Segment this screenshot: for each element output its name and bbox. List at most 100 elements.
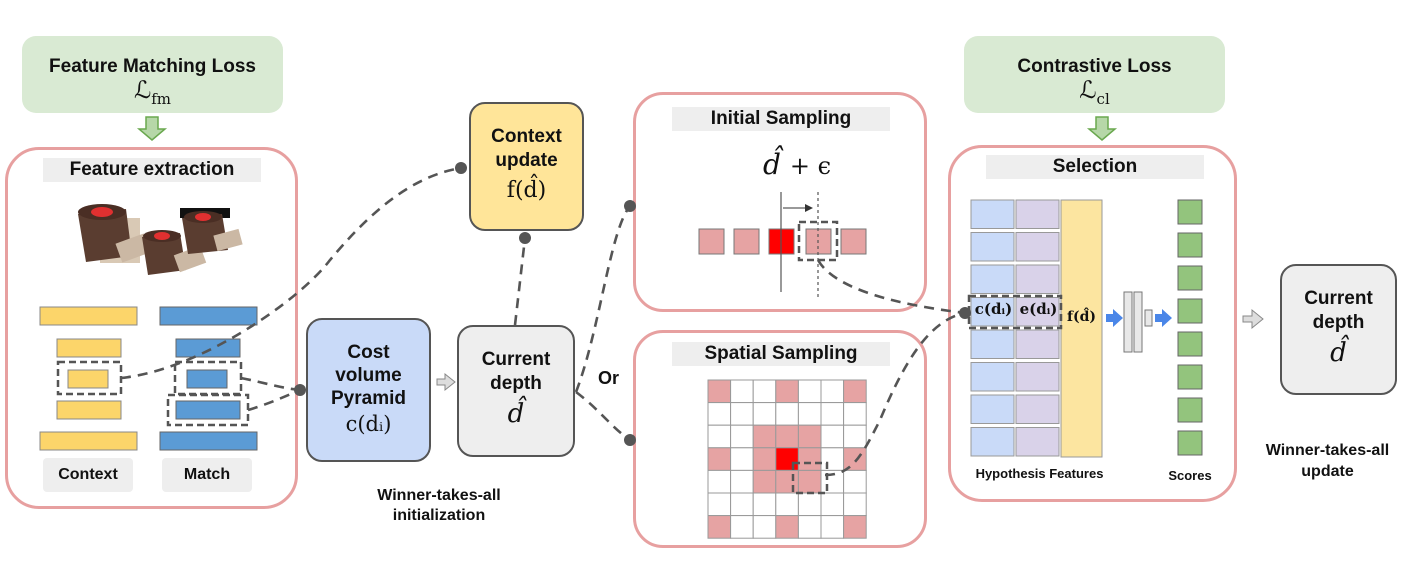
- spatial-cell: [797, 447, 822, 471]
- feature-matching-loss-symbol: ℒfm: [133, 76, 172, 108]
- scores-label: Scores: [1168, 468, 1212, 483]
- spatial-cell: [820, 492, 845, 517]
- spatial-cell: [775, 402, 799, 426]
- hypothesis-features-label: Hypothesis Features: [975, 466, 1104, 481]
- spatial-cell: [707, 447, 732, 471]
- context-update-formula: f(d̂): [506, 178, 547, 203]
- formula-plus-eps: + ϵ: [789, 152, 832, 180]
- hypothesis-c-cell: [970, 297, 1015, 327]
- connector-spatial-to-selection: [824, 311, 966, 477]
- current-depth-right-line1: Current: [1304, 288, 1373, 309]
- hypothesis-e-cell: [1015, 297, 1060, 327]
- match-bar-4: [175, 400, 241, 420]
- spatial-cell: [797, 492, 822, 517]
- spatial-cell: [775, 492, 799, 517]
- score-cell: [1177, 331, 1203, 357]
- hypothesis-e-cell: [1015, 199, 1060, 229]
- spatial-cell: [843, 469, 867, 494]
- hypothesis-e-cell: [1015, 329, 1060, 359]
- dot-update-bottom: [519, 232, 531, 244]
- spatial-cell: [820, 515, 845, 539]
- spatial-cell: [843, 515, 867, 539]
- current-depth-mid-box: Current depth d̂: [457, 325, 575, 457]
- loss-down-arrow-right: [1086, 116, 1118, 141]
- spatial-cell: [752, 424, 777, 449]
- connector-match-to-cost: [240, 376, 301, 392]
- hypothesis-e-cell: [1015, 362, 1060, 392]
- match-bar-3: [186, 369, 228, 389]
- hypothesis-e-cell: [1015, 394, 1060, 424]
- spatial-cell: [707, 402, 732, 426]
- context-update-line1: Context: [491, 126, 562, 147]
- match-label: Match: [183, 466, 231, 483]
- score-cell: [1177, 265, 1203, 291]
- spatial-cell: [707, 492, 732, 517]
- context-bar-3: [67, 369, 109, 389]
- connector-context-to-update: [120, 166, 462, 380]
- connector-match2-to-cost: [247, 388, 301, 412]
- context-bar-1: [39, 306, 138, 326]
- spatial-cell: [707, 469, 732, 494]
- context-update-box: Context update f(d̂): [469, 102, 584, 231]
- spatial-cell: [752, 515, 777, 539]
- spatial-cell: [843, 424, 867, 449]
- cost-volume-line2: volume: [335, 365, 402, 386]
- spatial-cell: [843, 379, 867, 404]
- cost-volume-line1: Cost: [347, 342, 390, 363]
- spatial-cell: [730, 402, 754, 426]
- hypothesis-c-cell: [970, 232, 1015, 262]
- score-cell: [1177, 430, 1203, 456]
- hypothesis-c-cell: [970, 329, 1015, 359]
- hypothesis-c-cell: [970, 362, 1015, 392]
- init-sample-2: [733, 228, 760, 255]
- loss-down-arrow-left: [136, 116, 168, 141]
- current-depth-mid-line1: Current: [481, 349, 551, 370]
- spatial-cell: [797, 424, 822, 449]
- selection-blue-arrow-1: [1106, 309, 1123, 327]
- selection-to-depth-arrow: [1242, 308, 1264, 330]
- current-depth-right-box: Current depth d̂: [1280, 264, 1397, 395]
- update-caption: Winner-takes-all update: [1245, 440, 1409, 482]
- spatial-cell: [797, 515, 822, 539]
- cost-volume-box: Cost volume Pyramid c(dᵢ): [306, 318, 431, 462]
- spatial-cell: [730, 379, 754, 404]
- spatial-cell: [843, 492, 867, 517]
- spatial-cell: [797, 402, 822, 426]
- spatial-cell: [752, 379, 777, 404]
- connector-depth-to-initial: [574, 205, 632, 393]
- match-label-box: Match: [162, 458, 252, 492]
- init-caption-line2: initialization: [392, 507, 486, 524]
- spatial-cell: [820, 402, 845, 426]
- context-bar-2: [56, 338, 122, 358]
- spatial-cell: [752, 469, 777, 494]
- current-depth-right-symbol: d̂: [1330, 338, 1347, 368]
- spatial-cell: [707, 515, 732, 539]
- feature-matching-loss-title: Feature Matching Loss: [49, 56, 256, 77]
- initial-sampling-formula: d̂ + ϵ: [763, 148, 831, 181]
- context-label: Context: [58, 466, 118, 483]
- hypothesis-e-cell: [1015, 427, 1060, 457]
- hypothesis-c-cell: [970, 264, 1015, 294]
- match-bar-2: [175, 338, 241, 358]
- context-bar-4: [56, 400, 122, 420]
- spatial-cell: [797, 379, 822, 404]
- selection-title: Selection: [986, 155, 1204, 179]
- selection-layer-3: [1144, 309, 1153, 327]
- spatial-cell: [775, 379, 799, 404]
- hypothesis-f-label: f(d̂): [1066, 309, 1097, 325]
- spatial-sampling-title: Spatial Sampling: [672, 342, 890, 366]
- context-bar-5: [39, 431, 138, 451]
- hypothesis-c-label: c(dᵢ): [974, 300, 1013, 318]
- hypothesis-e-cell: [1015, 264, 1060, 294]
- hypothesis-c-cell: [970, 199, 1015, 229]
- update-caption-line1: Winner-takes-all: [1265, 442, 1390, 459]
- spatial-cell: [752, 402, 777, 426]
- dot-cost-volume: [294, 384, 306, 396]
- dot-selection: [959, 307, 971, 319]
- initial-sampling-title: Initial Sampling: [672, 107, 890, 131]
- spatial-cell: [707, 424, 732, 449]
- score-cell: [1177, 298, 1203, 324]
- spatial-cell: [797, 469, 822, 494]
- spatial-cell: [707, 379, 732, 404]
